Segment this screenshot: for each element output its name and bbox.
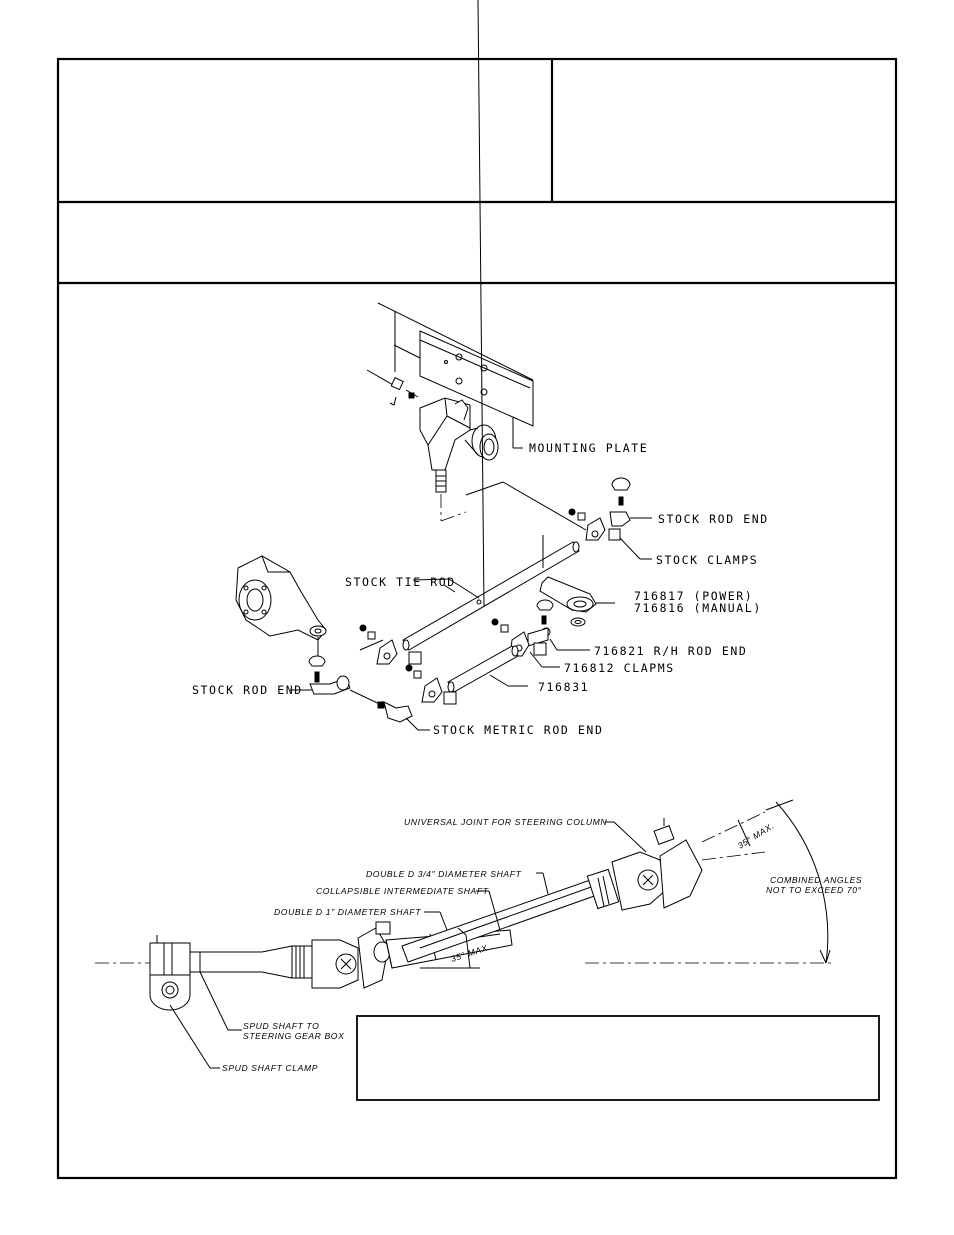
label-double-d-1: DOUBLE D 1" DIAMETER SHAFT [274,907,421,917]
spud-shaft-clamp [149,935,191,1011]
label-clapms: 716812 CLAPMS [564,661,675,675]
stock-tie-rod [402,0,580,651]
label-rh-rod-end: 716821 R/H ROD END [594,644,747,658]
stock-rod-end-left [290,655,351,695]
label-combined-1: COMBINED ANGLES [770,875,862,885]
tube-716831 [447,645,528,693]
stock-rod-end-top [568,477,652,560]
note-box [356,1015,880,1101]
stock-metric-rod-end [349,689,430,731]
label-stock-rod-end-left: STOCK ROD END [192,683,303,697]
frame-rail [377,302,534,449]
label-power-part: 716817 (POWER) [634,589,753,603]
label-spud-clamp: SPUD SHAFT CLAMP [222,1063,318,1073]
pitman-arm [539,576,615,627]
steering-shaft-diagram: UNIVERSAL JOINT FOR STEERING COLUMN DOUB… [95,799,862,1073]
label-stock-clamps: STOCK CLAMPS [656,553,758,567]
center-clamp [405,664,457,705]
left-clamp [359,624,422,665]
label-mounting-plate: MOUNTING PLATE [529,441,648,455]
shaft-label-leaders [169,821,647,1069]
label-spud-shaft-2: STEERING GEAR BOX [243,1031,344,1041]
steering-knuckle [235,555,327,660]
title-block-frame [56,57,898,1180]
label-stock-rod-end-top: STOCK ROD END [658,512,769,526]
label-spud-shaft-1: SPUD SHAFT TO [243,1021,319,1031]
label-universal-joint: UNIVERSAL JOINT FOR STEERING COLUMN [404,817,607,827]
label-angle-top: 35° MAX. [736,820,776,850]
rail-bolt [366,369,419,406]
upper-u-joint [586,818,703,911]
label-manual-part: 716816 (MANUAL) [634,601,762,615]
lower-u-joint [291,921,391,989]
label-stock-metric-rod-end: STOCK METRIC ROD END [433,723,603,737]
label-collapsible: COLLAPSIBLE INTERMEDIATE SHAFT [316,886,489,896]
label-stock-tie-rod: STOCK TIE ROD [345,575,456,589]
label-leaders [443,584,456,593]
spud-shaft [189,945,293,979]
pitman-construction-lines [440,481,587,531]
angle-construction [420,799,831,969]
rh-rod-end [527,599,590,651]
label-double-d-34: DOUBLE D 3/4" DIAMETER SHAFT [366,869,522,879]
tie-rod-exploded-diagram: MOUNTING PLATE STOCK ROD END STOCK CLAMP… [192,0,769,737]
label-716831: 716831 [538,680,589,694]
steering-gear-box [419,397,499,521]
label-combined-2: NOT TO EXCEED 70° [766,885,862,895]
